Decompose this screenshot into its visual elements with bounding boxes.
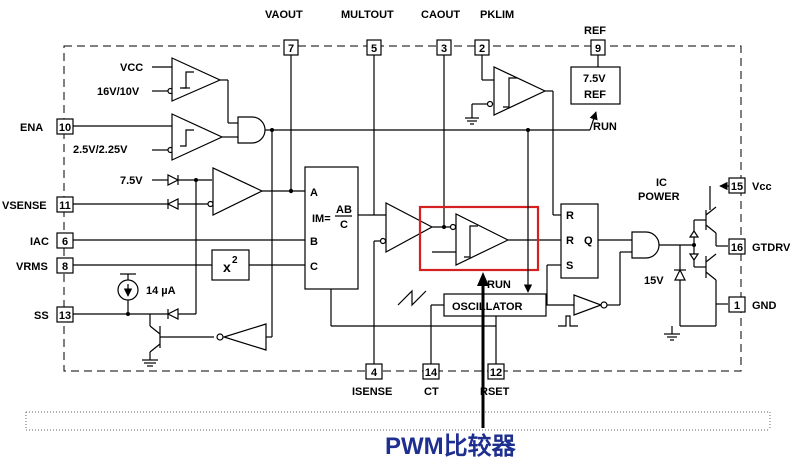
mult-input-b: B: [310, 236, 318, 248]
label-gtdrv: GTDRV: [752, 242, 791, 254]
pin-10: 10: [56, 118, 74, 135]
ic-boundary: [63, 45, 742, 372]
pin-13: 13: [56, 306, 74, 323]
mult-formula-lhs: IM=: [312, 213, 331, 225]
enable-comparator: [171, 113, 224, 161]
label-14ua: 14 µA: [146, 285, 176, 297]
callout-arrow: [477, 272, 489, 286]
ref-label: REF: [584, 89, 606, 101]
label-isense: ISENSE: [352, 386, 392, 398]
pin-11: 11: [56, 196, 74, 213]
svg-text:16: 16: [731, 242, 743, 254]
svg-text:10: 10: [59, 122, 71, 134]
label-x-squared: x: [223, 259, 231, 275]
svg-text:15: 15: [731, 181, 743, 193]
uvlo-comparator: [171, 57, 222, 102]
pin-9: 9: [590, 39, 606, 56]
label-vsense: VSENSE: [2, 200, 47, 212]
svg-text:11: 11: [59, 200, 71, 212]
svg-text:1: 1: [734, 300, 740, 312]
enable-and-gate: [237, 116, 266, 144]
peak-limit-comparator: [493, 66, 547, 116]
label-gnd: GND: [752, 300, 777, 312]
ic-power-label-1: IC: [656, 177, 667, 189]
ss-inverter: [221, 323, 267, 351]
label-vcc-internal: VCC: [120, 62, 143, 74]
latch-s: S: [566, 260, 573, 272]
mult-input-c: C: [310, 261, 318, 273]
ref-run-label: RUN: [593, 121, 617, 133]
svg-text:14: 14: [425, 367, 438, 379]
osc-inverter: [573, 294, 603, 316]
pin-2: 2: [474, 39, 490, 56]
svg-text:13: 13: [59, 310, 71, 322]
svg-text:5: 5: [371, 43, 377, 55]
osc-run-label: RUN: [487, 279, 511, 291]
label-pklim: PKLIM: [480, 9, 514, 21]
oscillator-label: OSCILLATOR: [452, 301, 523, 313]
pwm-comparator-highlight: [418, 205, 540, 272]
label-ena: ENA: [20, 122, 43, 134]
svg-text:12: 12: [490, 367, 502, 379]
label-vaout: VAOUT: [265, 9, 303, 21]
pin-4: 4: [365, 363, 383, 380]
latch-r1: R: [566, 210, 574, 222]
pin-8: 8: [56, 257, 74, 274]
multiplier-block: [304, 166, 359, 290]
pin-16: 16: [728, 238, 746, 255]
voltage-error-amp: [212, 167, 264, 216]
svg-text:2: 2: [479, 43, 485, 55]
ref-voltage: 7.5V: [583, 73, 606, 85]
label-vrms: VRMS: [16, 261, 48, 273]
label-7p5v: 7.5V: [120, 175, 143, 187]
label-ref: REF: [584, 25, 606, 37]
pin-6: 6: [56, 232, 74, 249]
ref-block: [570, 66, 621, 105]
svg-text:6: 6: [62, 236, 68, 248]
svg-text:3: 3: [441, 43, 447, 55]
output-and-gate: [631, 231, 660, 259]
svg-text:2: 2: [232, 255, 238, 266]
square-block: [211, 249, 250, 281]
pin-1: 1: [728, 296, 746, 313]
pin-12: 12: [487, 363, 505, 380]
mult-input-a: A: [310, 187, 318, 199]
label-caout: CAOUT: [421, 9, 460, 21]
pin-5: 5: [366, 39, 382, 56]
svg-text:8: 8: [62, 261, 68, 273]
zener-15v-label: 15V: [644, 275, 664, 287]
current-amp: [385, 202, 434, 254]
label-vcc-pin: Vcc: [752, 181, 772, 193]
pin-7: 7: [283, 39, 299, 56]
pwm-comparator: [455, 213, 510, 266]
pwm-comparator-caption: PWM比较器: [385, 432, 517, 460]
pin-14: 14: [422, 363, 440, 380]
svg-text:9: 9: [595, 43, 601, 55]
label-iac: IAC: [30, 236, 49, 248]
label-rset: RSET: [480, 386, 510, 398]
mult-formula-den: C: [340, 219, 348, 231]
pin-3: 3: [436, 39, 452, 56]
svg-text:4: 4: [371, 367, 378, 379]
mult-formula-num: AB: [336, 204, 352, 216]
label-ct: CT: [424, 386, 439, 398]
pwm-latch: [560, 203, 599, 279]
pulse-waveform: [558, 315, 578, 327]
latch-q: Q: [584, 235, 593, 247]
label-multout: MULTOUT: [341, 9, 394, 21]
label-ss: SS: [34, 310, 49, 322]
svg-text:7: 7: [288, 43, 294, 55]
label-16v-10v: 16V/10V: [97, 86, 140, 98]
pin-15: 15: [728, 177, 746, 194]
label-2p5v-2p25v: 2.5V/2.25V: [73, 144, 128, 156]
ic-power-label-2: POWER: [638, 191, 680, 203]
latch-r2: R: [566, 235, 574, 247]
sawtooth-waveform: [397, 289, 427, 307]
